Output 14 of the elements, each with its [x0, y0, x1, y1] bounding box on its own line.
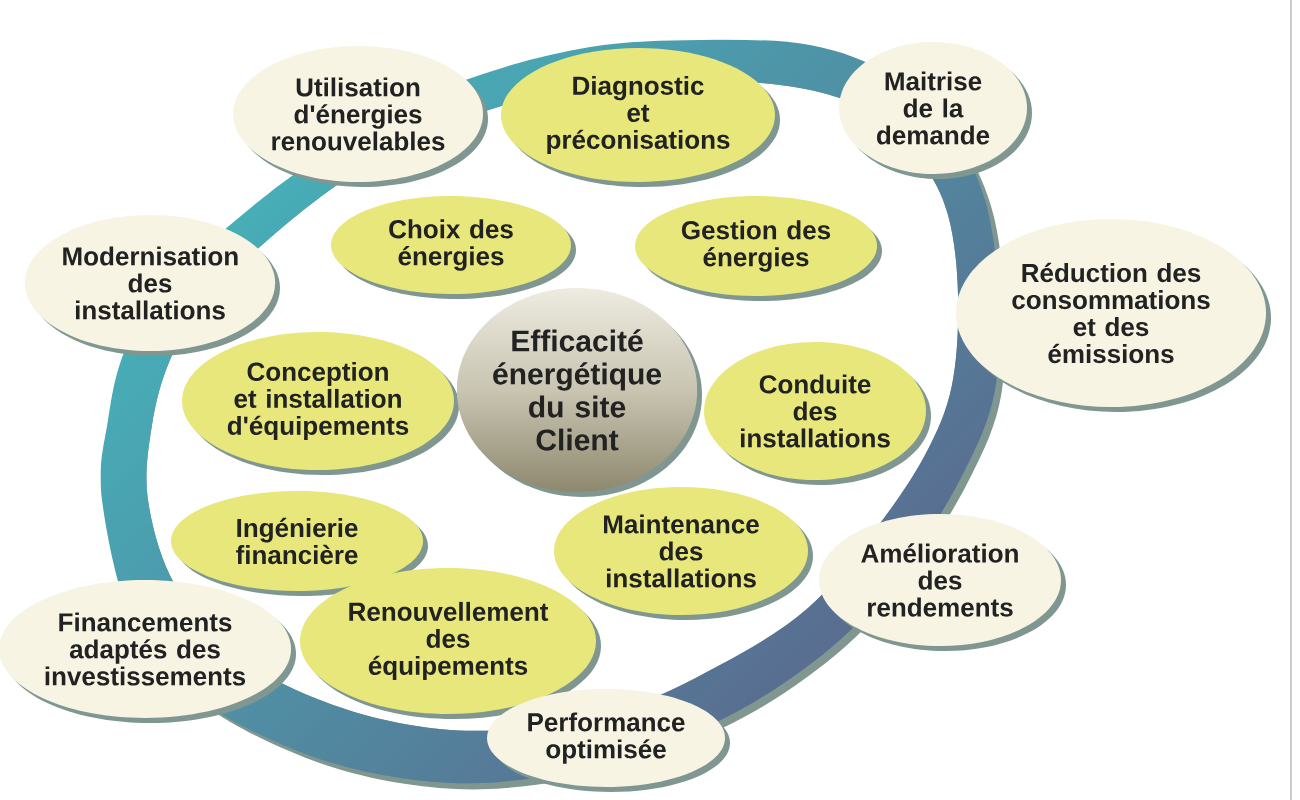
ring-oval: Amélioration des rendements: [819, 514, 1066, 651]
center-sphere: Efficacité énergétique du site Client: [456, 288, 702, 497]
ring-oval: Utilisation d'énergies renouvelables: [233, 46, 488, 187]
ring-oval: Financements adaptés des investissements: [0, 580, 296, 723]
inner-oval: Conception et installation d'équipements: [182, 332, 459, 475]
ring-oval: Réduction des consommations et des émissions: [956, 219, 1271, 412]
inner-oval: Maintenance des installations: [554, 487, 813, 620]
inner-oval: Choix des énergies: [331, 196, 576, 299]
inner-oval: Gestion des énergies: [635, 196, 882, 301]
ring-oval: Performance optimisée: [487, 689, 730, 792]
inner-oval: Diagnostic et préconisations: [501, 48, 780, 187]
inner-oval: Conduite des installations: [704, 342, 931, 485]
ring-oval: Modernisation des installations: [24, 215, 280, 356]
ring-oval: Maitrise de la demande: [839, 42, 1032, 179]
